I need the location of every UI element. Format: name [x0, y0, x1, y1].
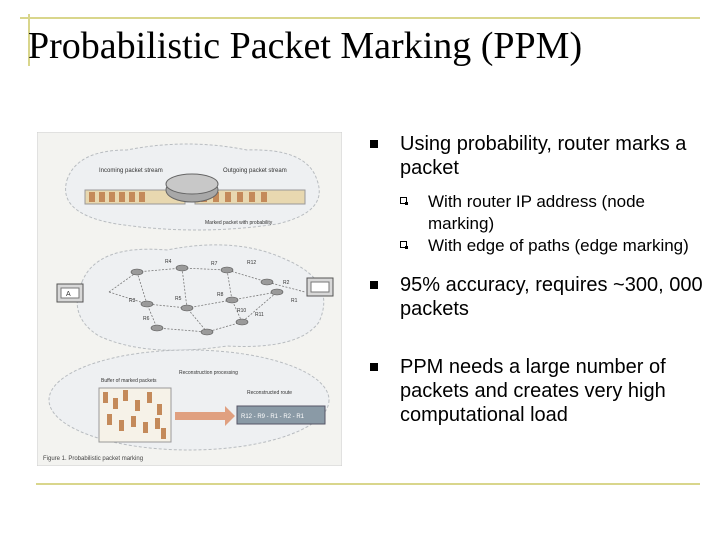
router-label: R6	[143, 316, 150, 322]
bullet-item: 95% accuracy, requires ~300, 000 packets	[368, 273, 708, 321]
bullet-item: PPM needs a large number of packets and …	[368, 355, 708, 427]
bullet-text: 95% accuracy, requires ~300, 000 packets	[400, 274, 703, 320]
bottom-rule	[36, 483, 700, 485]
router-label: R7	[211, 261, 218, 267]
slide-title: Probabilistic Packet Marking (PPM)	[28, 25, 583, 67]
outgoing-label: Outgoing packet stream	[223, 168, 287, 174]
router-label: R10	[237, 308, 246, 314]
router-label: R5	[175, 296, 182, 302]
sub-bullet-item: With edge of paths (edge marking)	[368, 235, 708, 257]
recon-label: Reconstruction processing	[179, 370, 238, 376]
route-label: Reconstructed route	[247, 390, 292, 396]
route-value: R12 - R9 - R1 - R2 - R1	[241, 414, 305, 420]
buffer-label: Buffer of marked packets	[101, 378, 157, 384]
bullet-item: Using probability, router marks a packet	[368, 132, 708, 180]
router-label: R1	[291, 298, 298, 304]
ppm-figure: Incoming packet stream Outgoing packet s…	[37, 132, 342, 466]
title-rule-vertical	[28, 14, 30, 66]
sub-bullet-marker-icon	[400, 241, 408, 249]
incoming-label: Incoming packet stream	[99, 168, 163, 174]
computer-icon	[306, 277, 334, 297]
marked-label: Marked packet with probability	[205, 220, 273, 226]
router-label: R3	[129, 298, 136, 304]
bullet-marker-icon	[370, 140, 378, 148]
network-panel: R4 R7 R3 R5 R8 R6 R10 R11 R2 R1 R12 A	[56, 244, 334, 351]
computer-icon: A	[56, 283, 84, 303]
router-panel: Incoming packet stream Outgoing packet s…	[65, 143, 320, 231]
sub-bullet-text: With edge of paths (edge marking)	[428, 236, 689, 255]
sub-bullet-item: With router IP address (node marking)	[368, 191, 708, 235]
router-label: R11	[255, 312, 264, 318]
sub-bullet-marker-icon	[400, 197, 408, 205]
reconstruction-panel: Buffer of marked packets Reconstruction …	[48, 349, 330, 451]
router-label: R8	[217, 292, 224, 298]
router-label: R12	[247, 260, 256, 266]
figure-caption: Figure 1. Probabilistic packet marking	[43, 456, 143, 462]
router-label: R4	[165, 259, 172, 265]
sub-bullet-text: With router IP address (node marking)	[428, 192, 646, 233]
title-rule-horizontal	[20, 17, 700, 19]
victim-label: A	[66, 291, 71, 298]
bullet-text: Using probability, router marks a packet	[400, 133, 687, 179]
router-icons	[130, 264, 284, 336]
bullet-marker-icon	[370, 363, 378, 371]
bullet-text: PPM needs a large number of packets and …	[400, 356, 666, 426]
bullet-list: Using probability, router marks a packet…	[368, 132, 708, 427]
bullet-marker-icon	[370, 281, 378, 289]
router-label: R2	[283, 280, 290, 286]
